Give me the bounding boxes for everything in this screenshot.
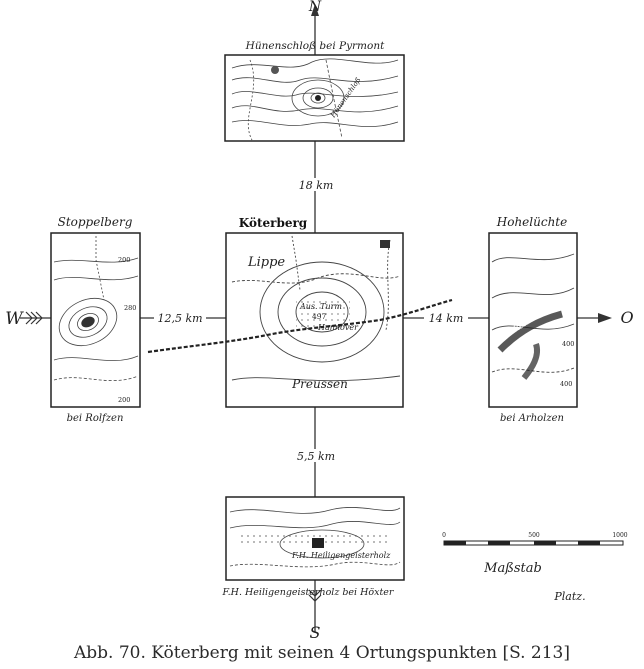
map-south: F.H. Heiligengeisterholz F.H. Heiligenge…: [222, 496, 405, 598]
map-north: Hünenschloß bei Pyrmont Hünenschloß: [224, 40, 405, 142]
scale-tick-0: 0: [442, 532, 446, 539]
map-east-label-contour-upper: 400: [562, 340, 574, 348]
map-west-label-contour-upper: 200: [118, 256, 130, 264]
map-east-title: Hohelüchte: [496, 215, 567, 229]
map-center-label-tower: Aus. Turm: [299, 302, 342, 311]
map-center-label-preussen: Preussen: [291, 377, 348, 391]
compass-south: S: [310, 623, 321, 640]
figure-caption: Abb. 70. Köterberg mit seinen 4 Ortungsp…: [73, 643, 571, 663]
scale-tick-1000: 1000: [612, 532, 627, 539]
map-center-label-lippe: Lippe: [247, 255, 285, 270]
map-west-label-summit: 280: [124, 304, 136, 312]
map-center: Köterberg Lippe Aus. Turm 497 Hannover P…: [225, 216, 404, 408]
arrow-west-feather-icon: [25, 311, 43, 325]
map-center-title: Köterberg: [239, 216, 308, 230]
scale-label: Maßstab: [483, 561, 542, 576]
map-south-label: F.H. Heiligengeisterholz: [291, 551, 391, 560]
arrow-south-feather-icon: [308, 589, 322, 602]
map-west-footer: bei Rolfzen: [67, 413, 124, 424]
map-north-title: Hünenschloß bei Pyrmont: [245, 40, 385, 52]
distance-north: 18 km: [299, 179, 334, 192]
map-center-label-elevation: 497: [312, 312, 327, 321]
state-border: [147, 298, 453, 354]
scale-bar: 0 500 1000 Maßstab Platz.: [442, 532, 628, 603]
map-south-title: F.H. Heiligengeisterholz bei Höxter: [222, 587, 395, 598]
map-west-label-contour-lower: 200: [118, 396, 130, 404]
distance-east: 14 km: [429, 312, 464, 325]
compass-north: N: [308, 0, 322, 15]
scale-sublabel: Platz.: [553, 590, 585, 603]
map-west-title: Stoppelberg: [58, 215, 133, 229]
map-center-label-hannover: Hannover: [317, 323, 359, 332]
distance-west: 12,5 km: [157, 312, 202, 325]
scale-tick-500: 500: [528, 532, 540, 539]
compass-west: W: [5, 309, 24, 329]
map-west: Stoppelberg 280 200 200 bei Rolfzen: [50, 215, 141, 424]
distance-south: 5,5 km: [297, 450, 335, 463]
map-east-footer: bei Arholzen: [500, 413, 564, 424]
arrow-north-icon: [311, 4, 319, 16]
map-east: Hohelüchte Hohelüchte 400 400 bei Arholz…: [488, 215, 578, 424]
compass-east: O: [620, 308, 633, 327]
arrow-east-icon: [598, 313, 612, 323]
orientation-diagram: N S W O Hünenschloß bei Pyrmont Hünensch…: [5, 0, 633, 640]
map-east-label-contour-lower: 400: [560, 380, 572, 388]
